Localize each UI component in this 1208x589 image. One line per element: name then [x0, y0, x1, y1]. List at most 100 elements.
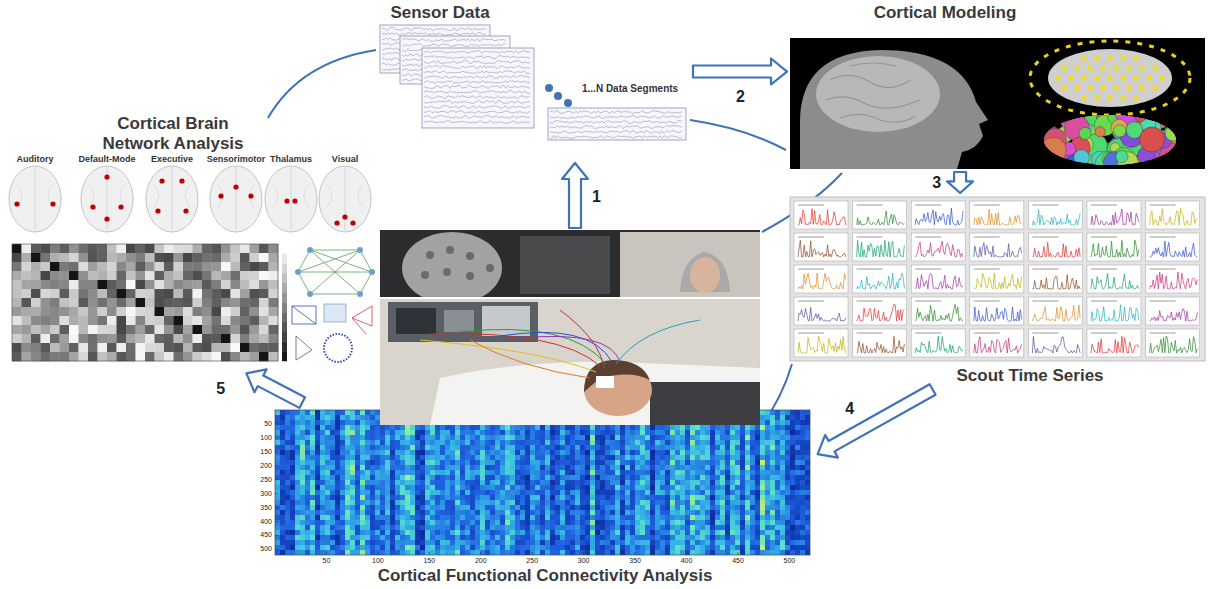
connectivity-heatmap-part — [295, 420, 300, 425]
connectivity-heatmap-part — [370, 420, 375, 425]
connectivity-heatmap-part — [645, 450, 650, 455]
connectivity-heatmap-part — [310, 440, 315, 445]
connectivity-heatmap-part — [780, 455, 785, 460]
connectivity-heatmap-part — [365, 440, 370, 445]
network-analysis-figures-part — [193, 271, 203, 280]
network-graphs-part-part — [296, 336, 312, 360]
connectivity-heatmap-part — [370, 455, 375, 460]
network-analysis-figures-part — [269, 244, 279, 253]
connectivity-heatmap-part — [465, 430, 470, 435]
connectivity-heatmap-part — [660, 455, 665, 460]
connectivity-heatmap-part — [805, 410, 810, 415]
network-analysis-figures-part — [69, 316, 79, 325]
connectivity-heatmap-part — [500, 435, 505, 440]
connectivity-heatmap-part — [375, 460, 380, 465]
parcellated-brain-part — [1035, 161, 1049, 175]
connectivity-heatmap-part — [500, 440, 505, 445]
network-analysis-figures-part — [212, 262, 222, 271]
connectivity-heatmap-part — [805, 425, 810, 430]
network-analysis-figures-part — [31, 316, 41, 325]
connectivity-heatmap-part — [675, 425, 680, 430]
connectivity-heatmap-part — [290, 465, 295, 470]
network-analysis-figures-part — [155, 280, 165, 289]
connectivity-heatmap-part — [770, 455, 775, 460]
connectivity-heatmap-part — [645, 425, 650, 430]
connectivity-heatmap-part — [455, 425, 460, 430]
connectivity-heatmap-part — [330, 450, 335, 455]
connectivity-heatmap-part — [615, 455, 620, 460]
connectivity-heatmap-part — [715, 425, 720, 430]
connectivity-heatmap-part — [345, 415, 350, 420]
connectivity-heatmap-part — [330, 415, 335, 420]
network-analysis-figures-part — [12, 244, 278, 361]
scout-time-series-panel — [790, 197, 1205, 361]
connectivity-heatmap-part — [490, 435, 495, 440]
connectivity-heatmap-part — [745, 460, 750, 465]
network-analysis-figures-part — [164, 289, 174, 298]
connectivity-heatmap-part — [605, 445, 610, 450]
connectivity-heatmap-part — [405, 455, 410, 460]
connectivity-heatmap-part — [580, 440, 585, 445]
connectivity-heatmap-part — [360, 425, 365, 430]
network-analysis-figures-part — [41, 343, 51, 352]
sensor-sheets-part — [424, 121, 530, 124]
scout-time-series-panel-part — [1091, 240, 1139, 257]
connectivity-heatmap-part — [300, 450, 305, 455]
connectivity-heatmap-part — [440, 465, 445, 470]
connectivity-heatmap-part — [780, 415, 785, 420]
connectivity-heatmap-part — [625, 445, 630, 450]
connectivity-heatmap-part — [315, 425, 320, 430]
connectivity-heatmap-part — [295, 430, 300, 435]
connectivity-heatmap-part — [370, 430, 375, 435]
connectivity-heatmap-part — [545, 460, 550, 465]
network-analysis-figures-part — [12, 298, 22, 307]
connectivity-heatmap-part — [445, 450, 450, 455]
network-analysis-figures-part — [88, 271, 98, 280]
network-analysis-figures-part — [155, 343, 165, 352]
connectivity-heatmap-part — [415, 455, 420, 460]
network-analysis-figures-part — [50, 244, 60, 253]
network-analysis-figures-part — [174, 271, 184, 280]
network-analysis-figures-part — [282, 351, 287, 361]
connectivity-heatmap-part — [275, 430, 280, 435]
scout-time-series-panel-part — [915, 304, 963, 321]
connectivity-heatmap-part — [600, 445, 605, 450]
network-analysis-figures-part — [221, 253, 231, 262]
connectivity-heatmap-part — [355, 435, 360, 440]
network-analysis-figures-part — [236, 167, 237, 231]
connectivity-heatmap-part — [510, 430, 515, 435]
connectivity-heatmap-part — [305, 450, 310, 455]
sensor-sheets-part — [550, 121, 682, 124]
connectivity-heatmap-part — [740, 430, 745, 435]
sensor-sheets-part — [424, 56, 530, 59]
connectivity-heatmap-part — [525, 430, 530, 435]
connectivity-heatmap-part — [805, 430, 810, 435]
sensor-sheets-part — [424, 61, 530, 64]
connectivity-heatmap-part — [425, 445, 430, 450]
connectivity-heatmap-part — [710, 450, 715, 455]
network-analysis-figures-part — [41, 253, 51, 262]
connectivity-heatmap-part — [645, 440, 650, 445]
connectivity-heatmap-part — [320, 445, 325, 450]
connectivity-heatmap-part — [405, 460, 410, 465]
connectivity-heatmap-part — [365, 455, 370, 460]
connectivity-heatmap-part — [785, 410, 790, 415]
scout-time-series-panel-part — [1150, 272, 1198, 289]
connectivity-heatmap-part — [280, 460, 285, 465]
connectivity-heatmap-part — [430, 460, 435, 465]
connectivity-heatmap-part — [410, 460, 415, 465]
scout-time-series-panel-part — [1091, 301, 1117, 302]
connectivity-heatmap-part — [705, 460, 710, 465]
scout-time-series-panel-part — [798, 301, 824, 302]
connectivity-heatmap-part — [585, 440, 590, 445]
connectivity-heatmap-part — [500, 425, 505, 430]
connectivity-heatmap-part — [700, 440, 705, 445]
connectivity-heatmap-part — [350, 455, 355, 460]
connectivity-heatmap-part — [330, 445, 335, 450]
scout-time-series-panel-part — [915, 237, 941, 238]
network-analysis-figures-part — [136, 244, 146, 253]
connectivity-heatmap-part — [580, 450, 585, 455]
network-analysis-figures-part — [183, 253, 193, 262]
connectivity-heatmap-part — [405, 435, 410, 440]
connectivity-heatmap-part — [540, 440, 545, 445]
